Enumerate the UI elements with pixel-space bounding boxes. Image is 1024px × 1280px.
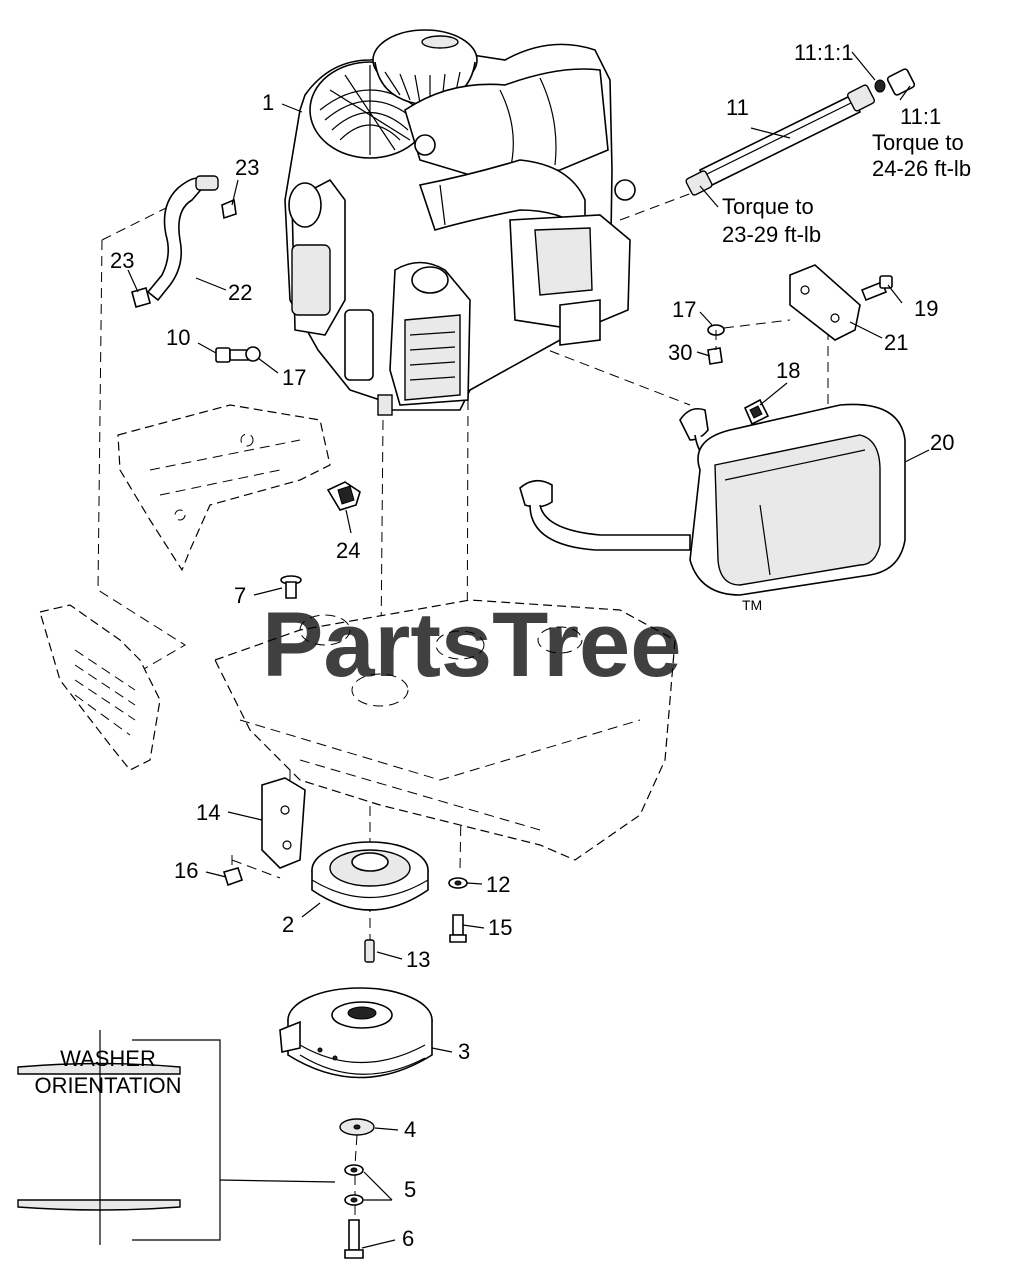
- clamp-18: [743, 398, 770, 426]
- callout-22: 22: [228, 280, 252, 305]
- callout-10: 10: [166, 325, 190, 350]
- callout-2: 2: [282, 912, 294, 937]
- callout-24: 24: [336, 538, 360, 563]
- pulley: [311, 841, 429, 911]
- bracket-14: [222, 777, 306, 887]
- clip-24: [326, 481, 361, 511]
- mower-deck: [214, 599, 676, 861]
- fuel-hose: [131, 175, 237, 308]
- callout-13: 13: [406, 947, 430, 972]
- callout-6: 6: [402, 1226, 414, 1251]
- washer-4: [339, 1118, 375, 1136]
- callout-11-1: 11:1: [900, 104, 941, 129]
- clutch: [279, 987, 433, 1079]
- callout-11-1-1: 11:1:1: [794, 40, 854, 65]
- rivet-7: [280, 575, 302, 599]
- watermark-trademark: TM: [742, 597, 762, 613]
- washer-orientation-title: WASHER ORIENTATION: [34, 1046, 181, 1098]
- callout-17-right: 17: [672, 297, 696, 322]
- callout-23-upper: 23: [235, 155, 259, 180]
- callout-30: 30: [668, 340, 692, 365]
- shaft-axis: [354, 1134, 358, 1220]
- bolt-10: [215, 346, 261, 363]
- engine: [284, 29, 636, 416]
- watermark-text: PartsTree: [262, 594, 681, 696]
- callout-19: 19: [914, 296, 938, 321]
- muffler: [519, 403, 906, 596]
- key-13: [364, 939, 375, 963]
- washers-5: [344, 1164, 364, 1206]
- callout-3: 3: [458, 1039, 470, 1064]
- torque-note-fitting-line2: 24-26 ft-lb: [872, 156, 971, 181]
- callout-18: 18: [776, 358, 800, 383]
- hose-11: [685, 68, 916, 196]
- washer-orientation-line2: ORIENTATION: [34, 1073, 181, 1098]
- callout-7: 7: [234, 583, 246, 608]
- callout-14: 14: [196, 800, 220, 825]
- leader-lines: [127, 51, 930, 1249]
- callouts: 1 23 23 22 10 17 11:1:1 11 11:1 Torque t…: [110, 40, 971, 1251]
- engine-mount-plate: [117, 404, 331, 572]
- callout-12: 12: [486, 872, 510, 897]
- washer-12: [448, 877, 468, 889]
- callout-16: 16: [174, 858, 198, 883]
- bolt-15: [449, 914, 467, 943]
- callout-4: 4: [404, 1117, 416, 1142]
- washer-orientation-detail: [17, 1030, 336, 1245]
- callout-5: 5: [404, 1177, 416, 1202]
- washer-orientation-line1: WASHER: [60, 1046, 156, 1071]
- torque-note-hose-line2: 23-29 ft-lb: [722, 222, 821, 247]
- callout-1: 1: [262, 90, 274, 115]
- callout-11: 11: [726, 95, 749, 120]
- bolt-6: [344, 1219, 364, 1259]
- torque-note-fitting-line1: Torque to: [872, 130, 964, 155]
- callout-20: 20: [930, 430, 954, 455]
- callout-23-lower: 23: [110, 248, 134, 273]
- watermark: PartsTree TM: [262, 594, 762, 696]
- side-panel: [39, 604, 161, 771]
- callout-17-left: 17: [282, 365, 306, 390]
- muffler-bracket: [707, 264, 893, 365]
- callout-15: 15: [488, 915, 512, 940]
- torque-note-hose-line1: Torque to: [722, 194, 814, 219]
- callout-21: 21: [884, 330, 908, 355]
